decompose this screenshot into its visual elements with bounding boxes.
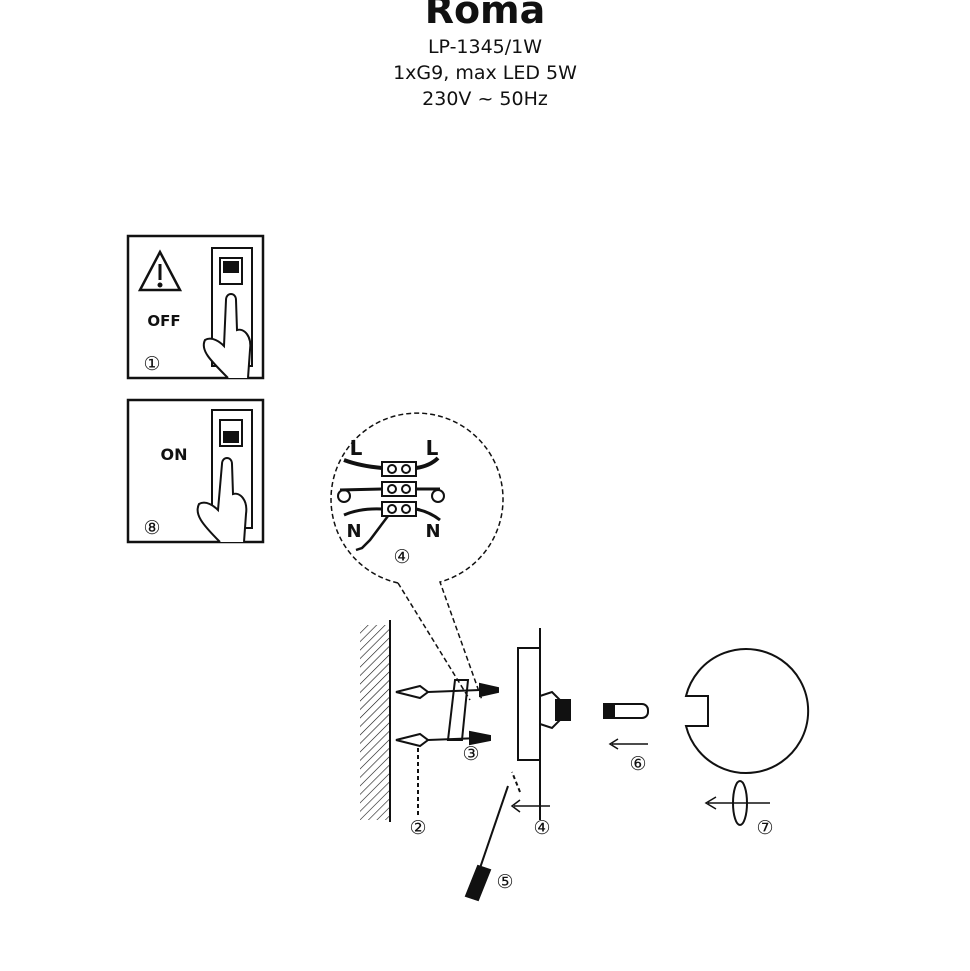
fixture-base: ④ [510,628,571,839]
rotate-arrow-icon [704,780,770,826]
mounting-bracket: ③ [446,679,480,765]
model-number: LP-1345/1W [427,36,543,58]
product-title: Roma [424,0,546,32]
wall-anchors: ② [395,682,499,839]
step-8: ⑧ [143,517,160,539]
glass-shade: ⑦ [684,648,810,839]
screwdriver-icon [355,515,389,552]
hand-icon [196,457,248,543]
screwdriver-icon: ⑤ [464,785,514,902]
power-on-panel: ON ⑧ [126,398,265,544]
step-7: ⑦ [756,817,773,839]
arrow-icon [510,799,550,813]
arrow-icon [608,738,648,750]
live-right-label: L [426,436,439,460]
off-label: OFF [147,312,180,330]
on-label: ON [161,445,188,464]
wall [360,620,391,822]
power-off-panel: OFF ① [126,234,265,380]
hand-icon [202,293,252,379]
step-6: ⑥ [629,753,646,775]
g9-bulb: ⑥ [603,703,649,775]
voltage-spec: 230V ~ 50Hz [422,88,548,110]
step-5: ⑤ [496,871,513,893]
step-4: ④ [533,817,550,839]
neutral-symbol-icon [337,489,351,503]
live-left-label: L [350,436,363,460]
neutral-right-label: N [425,521,440,542]
terminal-block [381,461,417,517]
step-1: ① [143,353,160,375]
step-2: ② [409,817,426,839]
neutral-left-label: N [346,521,361,542]
bulb-spec: 1xG9, max LED 5W [393,62,577,84]
wiring-detail: L L N N ④ [330,412,504,701]
ground-symbol-icon [431,489,445,503]
step-3: ③ [462,743,479,765]
warning-icon [137,249,183,292]
wiring-step: ④ [393,546,410,568]
